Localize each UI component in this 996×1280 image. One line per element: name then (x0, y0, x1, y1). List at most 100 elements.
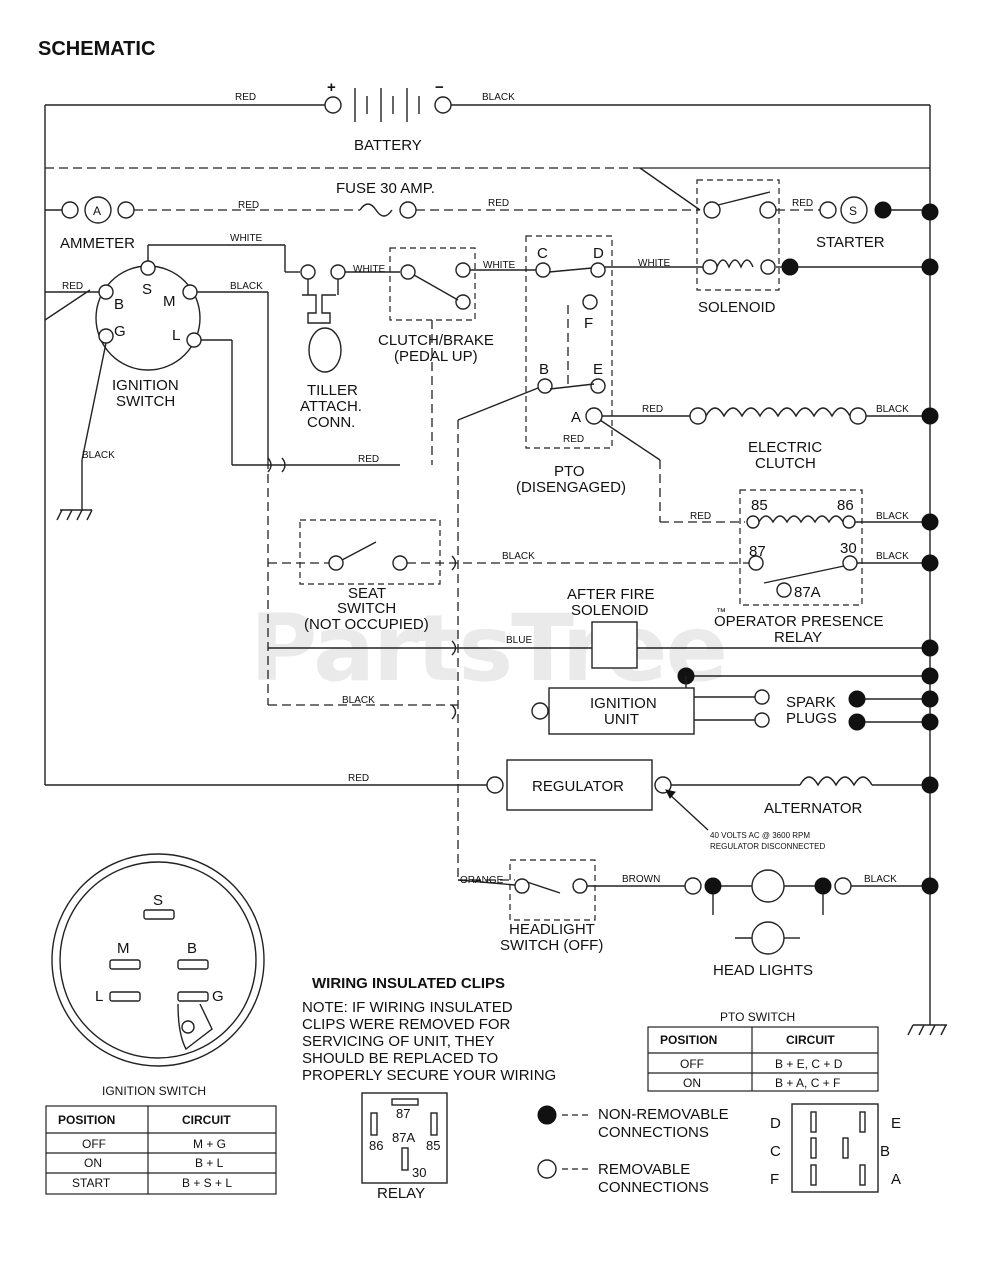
ign-terminal-b: B (114, 296, 124, 313)
head-lights-label: HEAD LIGHTS (713, 962, 813, 979)
page-title: SCHEMATIC (38, 38, 155, 60)
alternator: ALTERNATOR (764, 776, 873, 817)
ignition-table-caption: IGNITION SWITCH (102, 1084, 206, 1098)
seat-switch-label: SEAT (348, 585, 386, 602)
relay-label: RELAY (774, 629, 822, 646)
non-removable-symbol (537, 1105, 557, 1125)
regulator-label: REGULATOR (532, 778, 624, 795)
pto-terminal-c: C (537, 245, 548, 262)
fuse-label: FUSE 30 AMP. (336, 180, 435, 197)
table-cell: ON (683, 1076, 701, 1090)
ground-connection (921, 513, 939, 531)
headlight-switch-label: SWITCH (OFF) (500, 937, 603, 954)
battery-minus: − (435, 79, 444, 96)
table-header: POSITION (660, 1033, 717, 1047)
head-lights: HEAD LIGHTS (684, 869, 852, 979)
starter-label: STARTER (816, 234, 885, 251)
ground-connection (921, 203, 939, 221)
table-cell: ON (84, 1156, 102, 1170)
spark-plugs-label: PLUGS (786, 710, 837, 727)
ignition-unit-label: IGNITION (590, 695, 657, 712)
wire-label-blue: BLUE (506, 635, 532, 646)
wire-label-orange: ORANGE (460, 875, 504, 886)
wire-label-black: BLACK (82, 450, 115, 461)
table-header: CIRCUIT (786, 1033, 835, 1047)
ground-connection (921, 776, 939, 794)
wire-label-red: RED (642, 404, 663, 415)
solenoid-ground-connection (781, 258, 799, 276)
wire-label-white: WHITE (638, 258, 671, 269)
wire-label-red: RED (62, 281, 83, 292)
relay-pin-85: 85 (426, 1138, 440, 1153)
alternator-note: REGULATOR DISCONNECTED (710, 842, 825, 851)
table-cell: B + A, C + F (775, 1076, 840, 1090)
wire-label-red: RED (563, 434, 584, 445)
pto-label: (DISENGAGED) (516, 479, 626, 496)
tiller-label: TILLER (307, 382, 358, 399)
regulator: REGULATOR (506, 759, 653, 811)
alternator-label: ALTERNATOR (764, 800, 863, 817)
ign-terminal-l: L (172, 327, 180, 344)
ammeter-label: AMMETER (60, 235, 135, 252)
headlight-switch-label: HEADLIGHT (509, 921, 595, 938)
wire-label-black: BLACK (482, 92, 515, 103)
legend-label: REMOVABLE (598, 1161, 690, 1178)
table-cell: B + L (195, 1156, 224, 1170)
pto-pin-e: E (891, 1115, 901, 1132)
ignition-switch-face: S M B L G (51, 853, 265, 1067)
alternator-note: 40 VOLTS AC @ 3600 RPM (710, 831, 810, 840)
wire-label-black: BLACK (876, 404, 909, 415)
pto-pin-b: B (880, 1143, 890, 1160)
ignition-switch: S B M G L IGNITION SWITCH (95, 260, 202, 410)
pto-switch-table: PTO SWITCH POSITION CIRCUIT OFF B + E, C… (647, 1010, 879, 1092)
wire-label-black: BLACK (864, 874, 897, 885)
ground-connection (921, 258, 939, 276)
relay-terminal-86: 86 (837, 497, 854, 514)
pto-terminal-e: E (593, 361, 603, 378)
ign-terminal-m: M (163, 293, 176, 310)
solenoid-label: SOLENOID (698, 299, 776, 316)
wire-label-black: BLACK (230, 281, 263, 292)
wire-label-black: BLACK (876, 511, 909, 522)
spark-plugs-label: SPARK (786, 694, 836, 711)
ignition-unit: IGNITION UNIT (531, 687, 695, 735)
wire-label-red: RED (235, 92, 256, 103)
electric-clutch-label: ELECTRIC (748, 439, 822, 456)
pto-terminal-a: A (571, 409, 581, 426)
pto-switch: C D F B E A RED PTO (DISENGAGED) (516, 235, 626, 496)
clips-note-title: WIRING INSULATED CLIPS (312, 975, 505, 992)
relay-pin-87a: 87A (392, 1130, 415, 1145)
battery-plus: + (327, 79, 336, 96)
pto-pin-d: D (770, 1115, 781, 1132)
ammeter-symbol: A (93, 204, 101, 218)
relay-pinout-caption: RELAY (377, 1185, 425, 1202)
solenoid: SOLENOID (696, 179, 780, 316)
clips-note-line: CLIPS WERE REMOVED FOR (302, 1016, 511, 1033)
pto-pinout: D C F E B A (770, 1103, 901, 1193)
wire-label-red: RED (690, 511, 711, 522)
ign-terminal-s: S (142, 281, 152, 298)
ground-connection (921, 407, 939, 425)
wire-label-white: WHITE (483, 260, 516, 271)
electric-clutch: ELECTRIC CLUTCH (689, 407, 867, 472)
relay-terminal-30: 30 (840, 540, 857, 557)
pto-pin-c: C (770, 1143, 781, 1160)
legend-label: CONNECTIONS (598, 1179, 709, 1196)
connections-legend: NON-REMOVABLE CONNECTIONS REMOVABLE CONN… (537, 1105, 729, 1196)
clips-note: WIRING INSULATED CLIPS NOTE: IF WIRING I… (302, 975, 556, 1084)
relay-pinout: 87 86 87A 85 30 RELAY (361, 1092, 448, 1202)
ground-connection (921, 639, 939, 657)
relay-pin-30: 30 (412, 1165, 426, 1180)
after-fire-label: AFTER FIRE (567, 586, 655, 603)
wire-label-red: RED (238, 200, 259, 211)
ign-face-s: S (153, 892, 163, 909)
legend-label: CONNECTIONS (598, 1124, 709, 1141)
headlight-switch: HEADLIGHT SWITCH (OFF) (500, 859, 603, 954)
ign-face-l: L (95, 988, 103, 1005)
table-cell: OFF (680, 1057, 704, 1071)
wire-label-white: WHITE (230, 233, 263, 244)
pto-terminal-b: B (539, 361, 549, 378)
ign-face-m: M (117, 940, 130, 957)
wire-label-red: RED (488, 198, 509, 209)
